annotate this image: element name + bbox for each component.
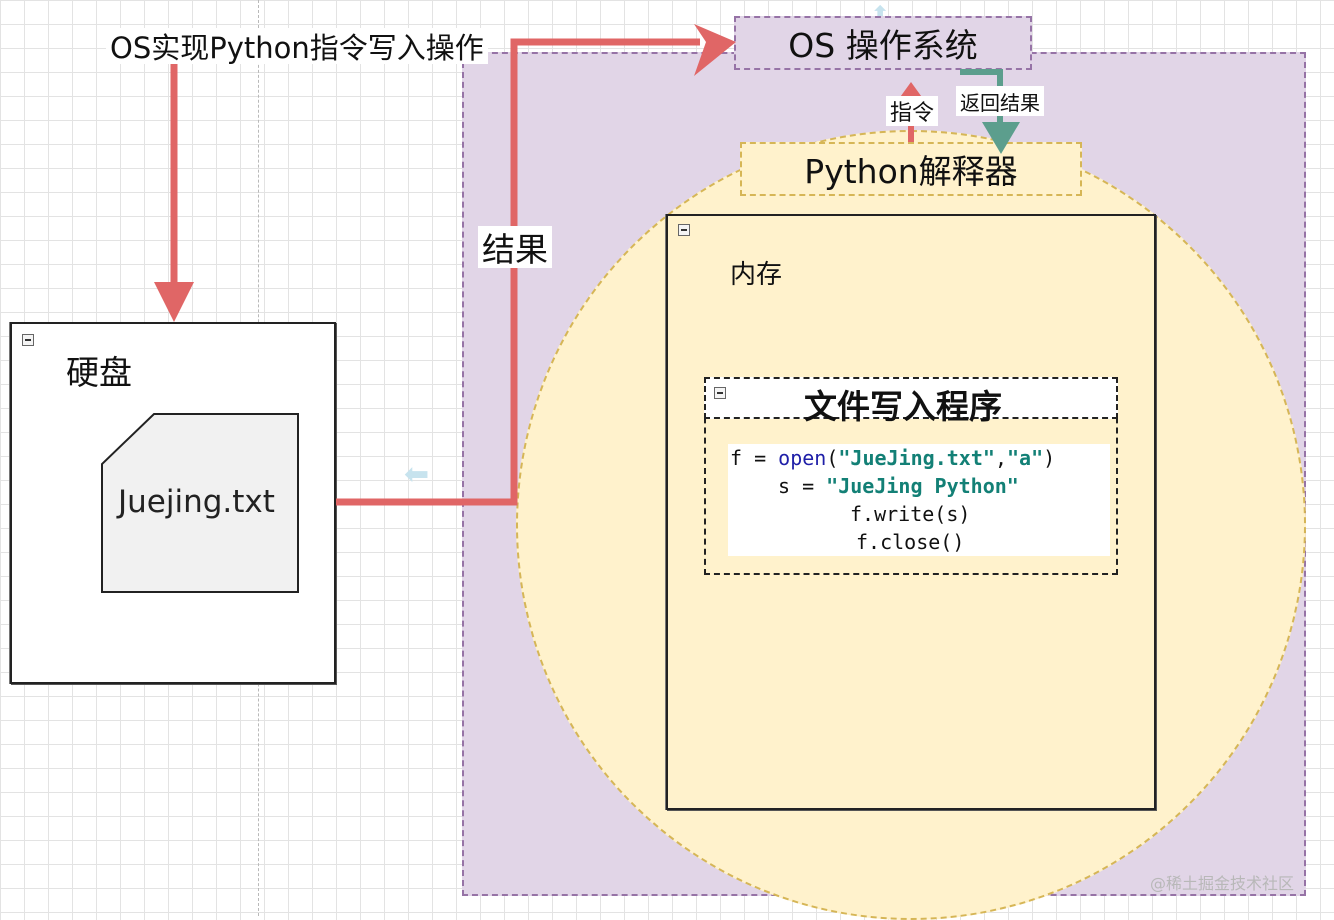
collapse-icon[interactable] (714, 387, 726, 399)
disk-title: 硬盘 (66, 353, 132, 392)
code-token: , (994, 446, 1007, 470)
top-caption: OS实现Python指令写入操作 (106, 28, 488, 65)
os-title-box[interactable]: OS 操作系统 (734, 16, 1032, 70)
arrow-up-icon (898, 82, 924, 100)
collapse-icon[interactable] (678, 224, 690, 236)
arrow-right-icon (694, 24, 736, 76)
code-line-3: f.write(s) (850, 502, 971, 526)
watermark: @稀土掘金技术社区 (1150, 874, 1295, 893)
program-header[interactable]: 文件写入程序 (704, 377, 1118, 426)
code-keyword: open (778, 446, 827, 470)
code-string: "a" (1006, 446, 1044, 470)
program-title: 文件写入程序 (804, 387, 1002, 426)
os-title: OS 操作系统 (788, 26, 978, 65)
code-token: ( (826, 446, 839, 470)
code-line-1: f = open("JueJing.txt","a") (730, 444, 1055, 472)
memory-box[interactable]: 内存 (666, 214, 1156, 810)
instruction-label: 指令 (886, 96, 938, 126)
interpreter-title-box[interactable]: Python解释器 (740, 142, 1082, 196)
code-block: f = open("JueJing.txt","a") s = "JueJing… (728, 444, 1110, 556)
code-line-4: f.close() (856, 530, 965, 554)
return-label: 返回结果 (956, 86, 1044, 116)
code-string: "JueJing Python" (826, 474, 1019, 498)
code-token: f = (730, 446, 779, 470)
arrow-down-icon (154, 282, 194, 322)
file-icon (101, 413, 299, 593)
file-name: Juejing.txt (118, 484, 275, 520)
file-node[interactable]: Juejing.txt (100, 412, 300, 594)
code-string: "JueJing.txt" (838, 446, 995, 470)
code-token: ) (1043, 446, 1056, 470)
interpreter-title: Python解释器 (804, 152, 1018, 191)
arrow-down-icon (982, 122, 1020, 154)
result-label: 结果 (478, 226, 552, 269)
memory-title: 内存 (730, 260, 783, 290)
collapse-icon[interactable] (22, 334, 34, 346)
arrow-left-icon: ⬅ (404, 457, 430, 492)
result-connector[interactable] (336, 38, 700, 506)
code-token: s = (778, 474, 827, 498)
code-line-2: s = "JueJing Python" (778, 472, 1019, 500)
